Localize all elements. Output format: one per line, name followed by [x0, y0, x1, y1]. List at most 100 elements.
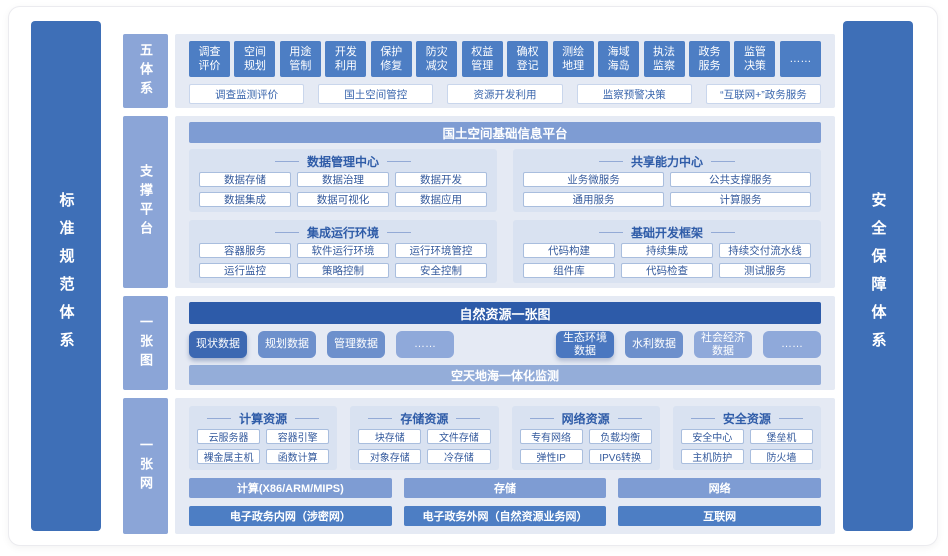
- five-systems-box-label: 确权登记: [516, 45, 539, 72]
- resource-item-box: 容器引擎: [266, 429, 330, 444]
- resource-item-box: 负载均衡: [588, 429, 652, 444]
- pill-group-left: 现状数据规划数据管理数据 ……: [189, 331, 454, 358]
- panel-item-box: 持续集成: [621, 243, 713, 258]
- group-title: 存储资源: [358, 410, 490, 426]
- five-systems-box-list: 调查评价 空间规划 用途管制 开发利用: [189, 41, 821, 77]
- network-layer-bar: 电子政务内网（涉密网）: [189, 506, 392, 526]
- five-systems-box: 海域海岛: [598, 41, 640, 77]
- panel-item-box: 持续交付流水线: [719, 243, 811, 258]
- one-map-pills-row: 现状数据规划数据管理数据 …… 生态环境数据水利数据社会经济数据 ……: [189, 331, 821, 358]
- panel-title: 共享能力中心: [523, 153, 811, 169]
- five-systems-box: 权益管理: [461, 41, 503, 77]
- group-item-list: 块存储文件存储对象存储冷存储: [358, 429, 491, 464]
- panel-item-box: 软件运行环境: [297, 243, 389, 258]
- right-sidebar-security-system: 安全保障体系: [843, 21, 913, 531]
- data-category-pill: 管理数据: [327, 331, 385, 358]
- five-systems-box-label: 用途管制: [289, 45, 312, 72]
- data-category-pill: ……: [763, 331, 821, 358]
- panel-title: 集成运行环境: [199, 224, 487, 240]
- data-category-pill: 社会经济数据: [694, 331, 752, 358]
- resource-item-box: 堡垒机: [749, 429, 813, 444]
- panel-item-box: 计算服务: [670, 192, 811, 207]
- resource-item-box: 对象存储: [358, 449, 422, 464]
- panel-item-list: 代码构建持续集成持续交付流水线组件库代码检查测试服务: [523, 243, 811, 278]
- five-systems-box-label: 空间规划: [243, 45, 266, 72]
- resource-item-box: 裸金属主机: [197, 449, 261, 464]
- resource-item-box: 安全中心: [680, 429, 744, 444]
- row-label-five-systems: 五体系: [123, 34, 168, 108]
- row-label-support-platform: 支撑平台: [123, 116, 168, 288]
- row-one-map: 一张图 自然资源一张图 现状数据规划数据管理数据…… 生态环境数据水利数据社会经…: [123, 296, 835, 390]
- five-systems-box: 防灾减灾: [416, 41, 458, 77]
- five-systems-box: 开发利用: [325, 41, 367, 77]
- resource-item-box: 块存储: [358, 429, 422, 444]
- right-sidebar-label: 安全保障体系: [869, 192, 887, 360]
- row-five-systems: 五体系 调查评价 空间规划: [123, 34, 835, 108]
- group-storage-resources: 存储资源 块存储文件存储对象存储冷存储: [350, 406, 499, 470]
- data-category-pill: 现状数据: [189, 331, 247, 358]
- panel-item-list: 容器服务软件运行环境运行环境管控运行监控策略控制安全控制: [199, 243, 487, 278]
- panel-item-box: 容器服务: [199, 243, 291, 258]
- data-category-pill: ……: [396, 331, 454, 358]
- resource-item-box: 防火墙: [749, 449, 813, 464]
- panel-item-box: 通用服务: [523, 192, 664, 207]
- panel-data-management-center: 数据管理中心 数据存储数据治理数据开发数据集成数据可视化数据应用: [189, 149, 497, 212]
- panel-basic-dev-framework: 基础开发框架 代码构建持续集成持续交付流水线组件库代码检查测试服务: [513, 220, 821, 283]
- panel-item-box: 代码构建: [523, 243, 615, 258]
- five-systems-wide-box: 资源开发利用: [447, 84, 563, 104]
- panel-item-box: 数据治理: [297, 172, 389, 187]
- support-platform-content: 国土空间基础信息平台 数据管理中心 数据存储数据治理数据开发数据集成数据可视化数…: [175, 116, 835, 288]
- diagram-main-column: 五体系 调查评价 空间规划: [123, 21, 835, 534]
- five-systems-box-label: 执法监察: [653, 45, 676, 72]
- hardware-layer-bar: 计算(X86/ARM/MIPS): [189, 478, 392, 498]
- five-systems-box-label: 保护修复: [380, 45, 403, 72]
- panel-item-list: 业务微服务公共支撑服务通用服务计算服务: [523, 172, 811, 207]
- hardware-layer-bars: 计算(X86/ARM/MIPS)存储网络: [189, 478, 821, 498]
- one-map-footer-monitoring-bar: 空天地海一体化监测: [189, 365, 821, 385]
- five-systems-box: 用途管制: [279, 41, 321, 77]
- resource-groups-grid: 计算资源 云服务器容器引擎裸金属主机函数计算 存储资源 块存储文件存储对象存储冷…: [189, 406, 821, 470]
- resource-item-box: 弹性IP: [519, 449, 583, 464]
- five-systems-box-label: 测绘地理: [562, 45, 585, 72]
- five-systems-wide-box: 调查监测评价: [189, 84, 305, 104]
- five-systems-box-label: 开发利用: [334, 45, 357, 72]
- panel-item-box: 数据存储: [199, 172, 291, 187]
- resource-item-box: IPV6转换: [588, 449, 652, 464]
- group-computing-resources: 计算资源 云服务器容器引擎裸金属主机函数计算: [189, 406, 338, 470]
- data-category-pill: 生态环境数据: [556, 331, 614, 358]
- hardware-layer-bar: 存储: [403, 478, 607, 498]
- data-category-pill: 水利数据: [625, 331, 683, 358]
- five-systems-box: 执法监察: [643, 41, 685, 77]
- one-map-header: 自然资源一张图: [189, 302, 821, 324]
- architecture-diagram-card: 标准规范体系 五体系 调查评价 空间规划: [8, 6, 938, 546]
- resource-item-box: 冷存储: [427, 449, 491, 464]
- panel-item-list: 数据存储数据治理数据开发数据集成数据可视化数据应用: [199, 172, 487, 207]
- row-one-network: 一张网 计算资源 云服务器容器引擎裸金属主机函数计算 存储资源: [123, 398, 835, 534]
- one-map-content: 自然资源一张图 现状数据规划数据管理数据 …… 生态环境数据水利数据社会经济数据 ……: [175, 296, 835, 390]
- five-systems-box-label: 调查评价: [198, 45, 221, 72]
- group-item-list: 云服务器容器引擎裸金属主机函数计算: [197, 429, 330, 464]
- panel-item-box: 数据开发: [395, 172, 487, 187]
- five-systems-wide-box: 监察预警决策: [576, 84, 692, 104]
- panel-item-box: 策略控制: [297, 263, 389, 278]
- resource-item-box: 云服务器: [197, 429, 261, 444]
- group-security-resources: 安全资源 安全中心堡垒机主机防护防火墙: [672, 406, 821, 470]
- network-layer-bar: 互联网: [618, 506, 821, 526]
- row-support-platform: 支撑平台 国土空间基础信息平台 数据管理中心 数据存储数据治理数据开发数据集成数…: [123, 116, 835, 288]
- panel-item-box: 安全控制: [395, 263, 487, 278]
- panel-item-box: 运行监控: [199, 263, 291, 278]
- five-systems-box: 监管决策: [734, 41, 776, 77]
- panel-item-box: 代码检查: [621, 263, 713, 278]
- resource-item-box: 函数计算: [266, 449, 330, 464]
- five-systems-wide-list: 调查监测评价 国土空间管控 资源开发利用 监察预警决策 “互联网+”政务服务: [189, 84, 822, 104]
- panel-item-box: 测试服务: [719, 263, 811, 278]
- data-category-pill: 规划数据: [258, 331, 316, 358]
- diagram-layout: 标准规范体系 五体系 调查评价 空间规划: [9, 7, 937, 545]
- resource-item-box: 文件存储: [427, 429, 491, 444]
- pill-group-right: 生态环境数据水利数据社会经济数据 ……: [556, 331, 821, 358]
- five-systems-box-label: 防灾减灾: [425, 45, 448, 72]
- resource-item-box: 专有网络: [519, 429, 583, 444]
- five-systems-box: 确权登记: [507, 41, 549, 77]
- panel-item-box: 数据集成: [199, 192, 291, 207]
